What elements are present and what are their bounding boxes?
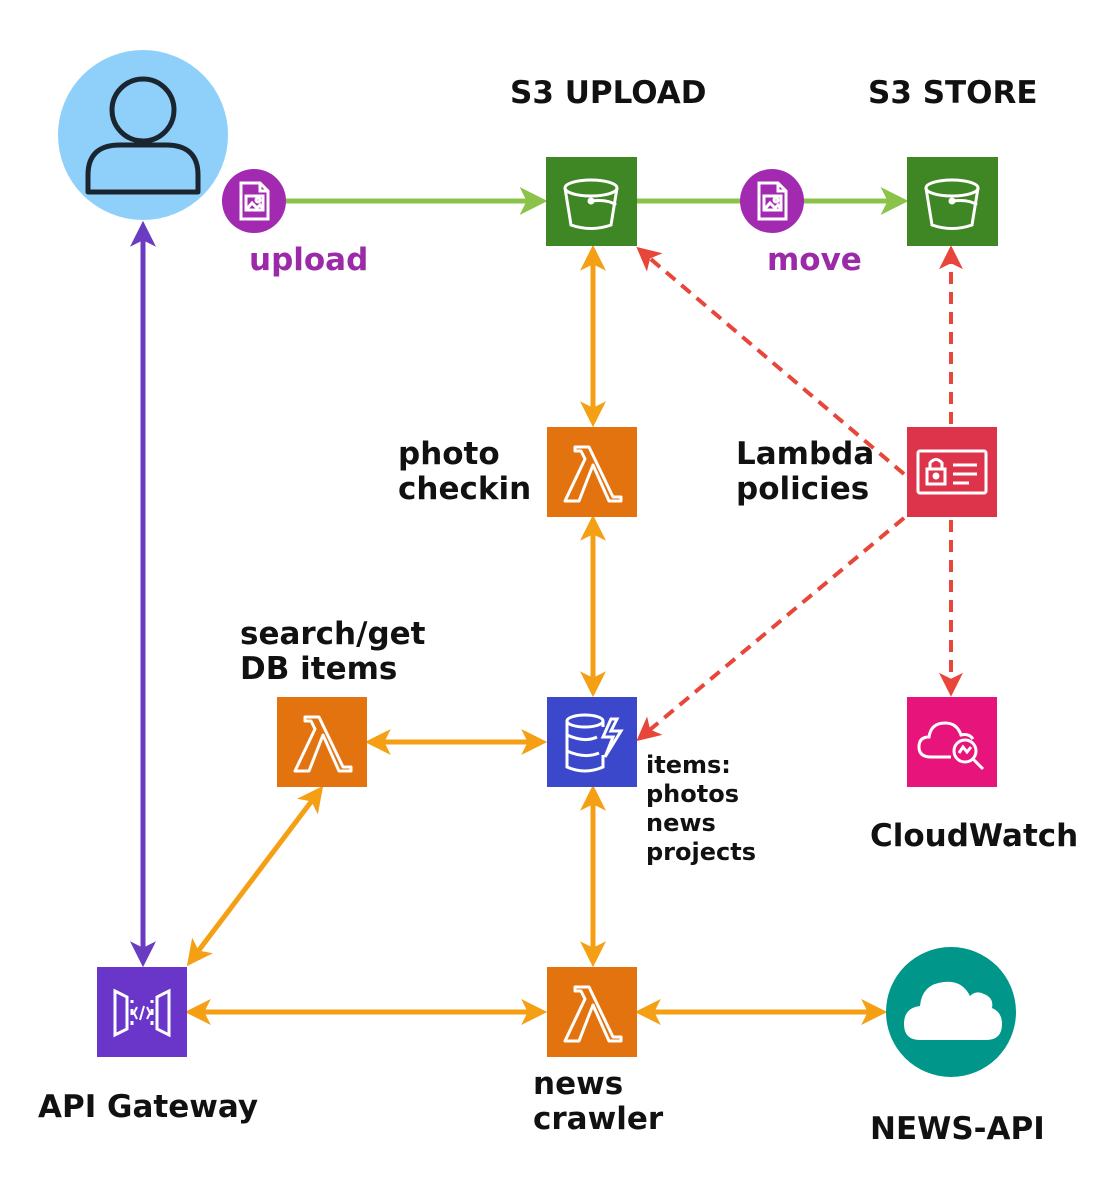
search-get-label-line2: DB items xyxy=(240,651,397,687)
s3-bucket-icon xyxy=(563,178,619,230)
s3-store-node xyxy=(907,157,998,246)
s3-upload-label: S3 UPLOAD xyxy=(510,75,706,111)
api-gateway-label: API Gateway xyxy=(38,1089,258,1125)
cloudwatch-icon xyxy=(917,721,985,771)
items-label-line2: photos xyxy=(646,780,739,808)
flow-search-apigw xyxy=(186,785,324,967)
items-label-line3: news xyxy=(646,809,716,837)
image-file-icon xyxy=(239,181,270,221)
image-file-icon xyxy=(757,181,788,221)
policy-to-dynamodb xyxy=(636,516,906,742)
api-gateway-node xyxy=(97,967,187,1057)
connectors xyxy=(130,187,963,1025)
lambda-policies-label-line2: policies xyxy=(736,471,869,507)
s3-upload-node xyxy=(546,157,637,246)
photo-checkin-lambda-node xyxy=(547,427,637,517)
s3-store-label: S3 STORE xyxy=(868,75,1038,111)
photo-checkin-label-line1: photo xyxy=(398,436,500,472)
items-label-line1: items: xyxy=(646,751,731,779)
user-icon xyxy=(85,76,201,195)
items-label-line4: projects xyxy=(646,838,756,866)
lambda-policies-label-line1: Lambda xyxy=(736,436,874,472)
news-api-label: NEWS-API xyxy=(870,1111,1045,1147)
lambda-icon xyxy=(563,985,623,1043)
move-label: move xyxy=(767,242,862,278)
news-api-node xyxy=(886,947,1016,1077)
lambda-policies-node xyxy=(907,427,997,517)
dynamodb-node xyxy=(547,697,637,787)
api-gateway-icon xyxy=(113,988,171,1038)
news-crawler-label-line2: crawler xyxy=(533,1101,664,1137)
s3-bucket-icon xyxy=(924,178,980,230)
photo-checkin-label-line2: checkin xyxy=(398,471,531,507)
dynamodb-icon xyxy=(565,713,624,773)
news-crawler-label-line1: news xyxy=(533,1066,623,1102)
id-card-lock-icon xyxy=(916,449,988,495)
policy-to-s3upload xyxy=(636,246,906,476)
upload-photo-badge xyxy=(222,169,286,233)
search-get-lambda-node xyxy=(277,697,367,787)
user-node xyxy=(58,50,228,220)
cloud-icon xyxy=(904,981,1002,1040)
upload-label: upload xyxy=(249,242,368,278)
cloudwatch-node xyxy=(907,697,997,787)
lambda-icon xyxy=(563,445,623,503)
news-crawler-lambda-node xyxy=(547,967,637,1057)
cloudwatch-label: CloudWatch xyxy=(870,818,1078,854)
search-get-label-line1: search/get xyxy=(240,616,426,652)
lambda-icon xyxy=(293,715,353,773)
move-photo-badge xyxy=(740,169,804,233)
